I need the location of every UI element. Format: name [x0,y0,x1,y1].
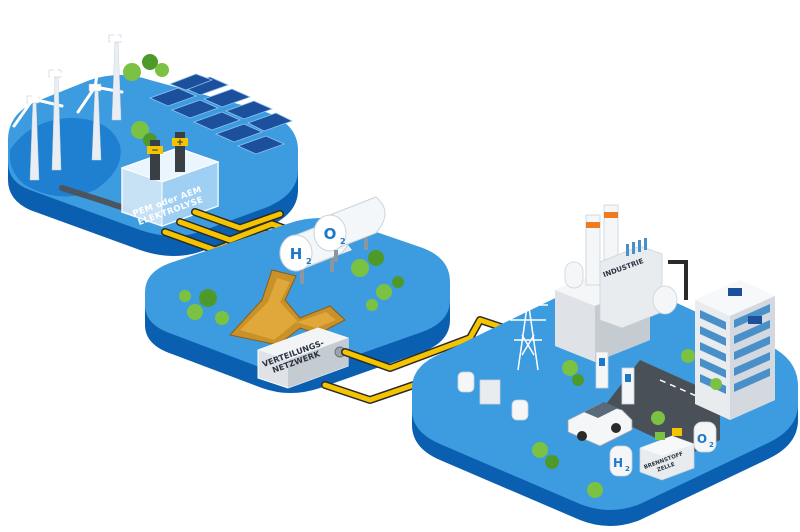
tree [392,276,404,288]
tank-h-subscript: 2 [306,257,312,266]
tree [155,63,169,77]
electrode-plus [175,132,185,172]
tree [366,299,378,311]
tree [545,455,559,469]
office-building [695,280,775,420]
small-storage-tanks: H 2 O 2 [457,371,717,477]
wind-turbine [97,8,142,121]
island-consumers: INDUSTRIE [412,204,798,526]
small-oxygen-tank [693,421,717,453]
tree [710,378,722,390]
small-tank-o-symbol: O [697,432,707,446]
tree [572,374,584,386]
tree [351,259,369,277]
tank-h-symbol: H [290,245,303,263]
power-pylon [508,299,548,371]
wind-turbine [34,38,86,171]
tree [651,411,665,425]
wind-turbines [12,8,142,181]
trees [123,54,169,147]
solar-panel [246,112,294,132]
solar-field [148,73,294,155]
wind-turbine [12,68,64,181]
fuel-station [595,351,635,405]
solar-panel [214,123,264,143]
solar-panel [202,88,252,108]
chimney [585,214,601,286]
tank-o-subscript: 2 [340,237,346,246]
small-tank-o-subscript: 2 [709,441,714,449]
electrode-minus-sign: − [151,146,159,156]
industry-complex: INDUSTRIE [555,204,688,362]
solar-panel [168,73,214,91]
electrolysis-unit: − + PEM oder AEM ELEKTROLYSE [120,132,220,228]
small-tank-h-symbol: H [613,456,623,470]
tree [123,63,141,81]
tree [376,284,392,300]
fuel-pump [595,351,609,389]
tree [215,311,229,325]
tree [681,349,695,363]
tree [142,54,158,70]
solar-panel [224,100,274,120]
pipes-network-to-consumers [321,316,514,404]
fuel-cell-car [567,402,633,447]
underground-pipe-network [229,269,346,346]
fuel-cell-unit: BRENNSTOFF ZELLE [639,428,695,481]
tree [587,482,603,498]
tree [131,121,149,139]
tree [532,442,548,458]
tank-o-symbol: O [324,225,337,243]
tree [179,290,191,302]
fuel-pump [621,367,635,405]
solar-panel [192,111,242,131]
tree [368,250,384,266]
electrode-plus-sign: + [176,138,184,148]
solar-panel [148,87,198,107]
island-electrolysis: − + PEM oder AEM ELEKTROLYSE [8,8,298,256]
trees [179,250,404,325]
small-tank-h-subscript: 2 [625,465,630,473]
island-distribution: H 2 O 2 [145,196,450,393]
solar-panel [236,135,286,155]
oxygen-tank: O 2 [313,196,386,262]
gas-storage-tanks: H 2 O 2 [279,196,386,284]
electrode-minus [150,140,160,180]
water-intake-pipe [59,185,133,213]
pipe [192,209,283,231]
solar-panel [170,99,220,119]
tree [562,360,578,376]
distribution-network-box: VERTEILUNGS- NETZWERK [257,327,349,389]
trees [532,349,722,498]
tree [199,289,217,307]
tree [187,304,203,320]
small-hydrogen-tank [609,445,633,477]
pipe [342,317,513,371]
